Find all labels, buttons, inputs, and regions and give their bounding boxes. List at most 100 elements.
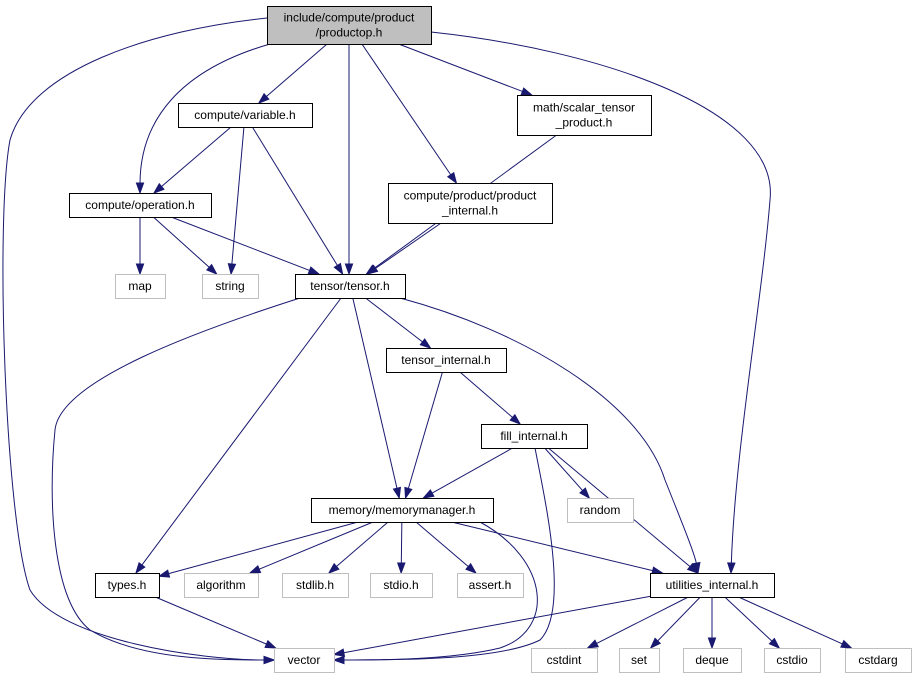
edge-arrowhead [404, 486, 413, 500]
edge-line [251, 126, 339, 267]
edge-line [140, 297, 342, 567]
edge-memorymanager-to-assert [415, 521, 478, 574]
edge-utilities_internal-to-set [649, 596, 701, 650]
node-productop[interactable]: include/compute/product/productop.h [267, 6, 432, 45]
edge-productop-to-operation [135, 43, 271, 195]
edge-memorymanager-to-utilities_internal [451, 521, 664, 575]
edge-variable-to-tensor [251, 126, 344, 276]
edge-memorymanager-to-vector [332, 521, 538, 665]
edge-line [335, 521, 389, 568]
node-box [311, 498, 494, 523]
node-label: _product.h [555, 116, 613, 130]
edge-productop-to-product_internal [361, 43, 458, 185]
node-cstdio: cstdio [764, 648, 821, 673]
node-product-internal[interactable]: compute/product/product_internal.h [388, 183, 553, 224]
edge-line [231, 126, 245, 266]
node-stdlib: stdlib.h [282, 573, 349, 598]
edge-utilities_internal-to-deque [707, 597, 717, 650]
node-box [567, 498, 634, 523]
node-box [683, 648, 742, 673]
node-label: compute/operation.h [85, 198, 194, 212]
edge-tensor_internal-to-fill_internal [459, 371, 522, 425]
node-box [69, 193, 212, 218]
node-tensor[interactable]: tensor/tensor.h [295, 274, 406, 299]
node-label: fill_internal.h [500, 429, 567, 443]
node-scalar-tensor-product[interactable]: math/scalar_tensor_product.h [517, 95, 652, 136]
node-box [481, 424, 588, 449]
node-label: map [128, 279, 152, 293]
node-label: algorithm [196, 578, 245, 592]
edge-product_internal-to-tensor [366, 222, 442, 275]
node-label: math/scalar_tensor [533, 101, 635, 115]
edge-line [398, 43, 524, 93]
node-tensor-internal[interactable]: tensor_internal.h [386, 348, 507, 373]
edge-line [2, 17, 268, 661]
edge-arrowhead [264, 639, 278, 649]
edge-line [342, 595, 651, 654]
edge-line [415, 521, 470, 568]
edge-line [167, 521, 359, 575]
edge-arrowhead [586, 639, 599, 649]
node-label: include/compute/product [284, 11, 415, 25]
edge-utilities_internal-to-vector [332, 595, 651, 657]
edge-operation-to-tensor [170, 216, 321, 275]
edge-line [400, 521, 403, 565]
edge-line [459, 371, 514, 419]
node-label: assert.h [469, 578, 512, 592]
edge-arrowhead [205, 263, 218, 275]
node-label: cstdio [776, 653, 808, 667]
edge-tensor-to-types [135, 297, 342, 575]
edge-productop-to-scalar_tensor_product [398, 43, 534, 96]
edge-line [656, 596, 701, 642]
edge-arrowhead [509, 413, 522, 425]
node-types[interactable]: types.h [95, 573, 160, 598]
edge-arrowhead [686, 562, 699, 574]
node-algorithm: algorithm [184, 573, 259, 598]
node-fill-internal[interactable]: fill_internal.h [481, 424, 588, 449]
node-assert: assert.h [457, 573, 524, 598]
node-box [619, 648, 660, 673]
node-label: string [215, 279, 244, 293]
edge-line [170, 216, 311, 272]
node-box [386, 348, 507, 373]
node-box [370, 573, 433, 598]
node-label: compute/product/product [404, 189, 537, 203]
edge-arrowhead [649, 637, 662, 650]
edge-line [342, 447, 555, 661]
edge-fill_internal-to-memorymanager [422, 447, 513, 499]
node-label: types.h [108, 578, 147, 592]
edge-arrowhead [135, 182, 145, 195]
edges-layer [2, 17, 853, 665]
edge-tensor-to-memorymanager [352, 297, 402, 500]
edge-arrowhead [327, 562, 340, 574]
edge-arrowhead [227, 263, 237, 276]
edge-arrowhead [392, 486, 402, 500]
node-label: memory/memorymanager.h [329, 503, 476, 517]
edge-line [430, 31, 771, 565]
node-box [650, 573, 775, 598]
node-memorymanager[interactable]: memory/memorymanager.h [311, 498, 494, 523]
edge-arrowhead [446, 171, 458, 185]
node-stdio: stdio.h [370, 573, 433, 598]
node-operation[interactable]: compute/operation.h [69, 193, 212, 218]
edge-memorymanager-to-stdio [396, 521, 406, 575]
edge-line [738, 596, 844, 645]
edge-line [155, 596, 268, 645]
edge-variable-to-operation [152, 126, 232, 194]
node-label: _internal.h [441, 204, 498, 218]
edge-line [361, 43, 452, 176]
node-box [517, 95, 652, 136]
node-label: tensor/tensor.h [310, 279, 389, 293]
node-utilities-internal[interactable]: utilities_internal.h [650, 573, 775, 598]
node-set: set [619, 648, 660, 673]
node-box [388, 183, 553, 224]
edge-line [595, 596, 689, 645]
edge-utilities_internal-to-cstdio [724, 596, 781, 650]
node-box [845, 648, 912, 673]
edge-arrowhead [520, 87, 534, 96]
node-variable[interactable]: compute/variable.h [178, 103, 313, 128]
node-label: random [580, 503, 621, 517]
edge-tensor-to-tensor_internal [365, 297, 432, 349]
node-box [267, 6, 432, 45]
